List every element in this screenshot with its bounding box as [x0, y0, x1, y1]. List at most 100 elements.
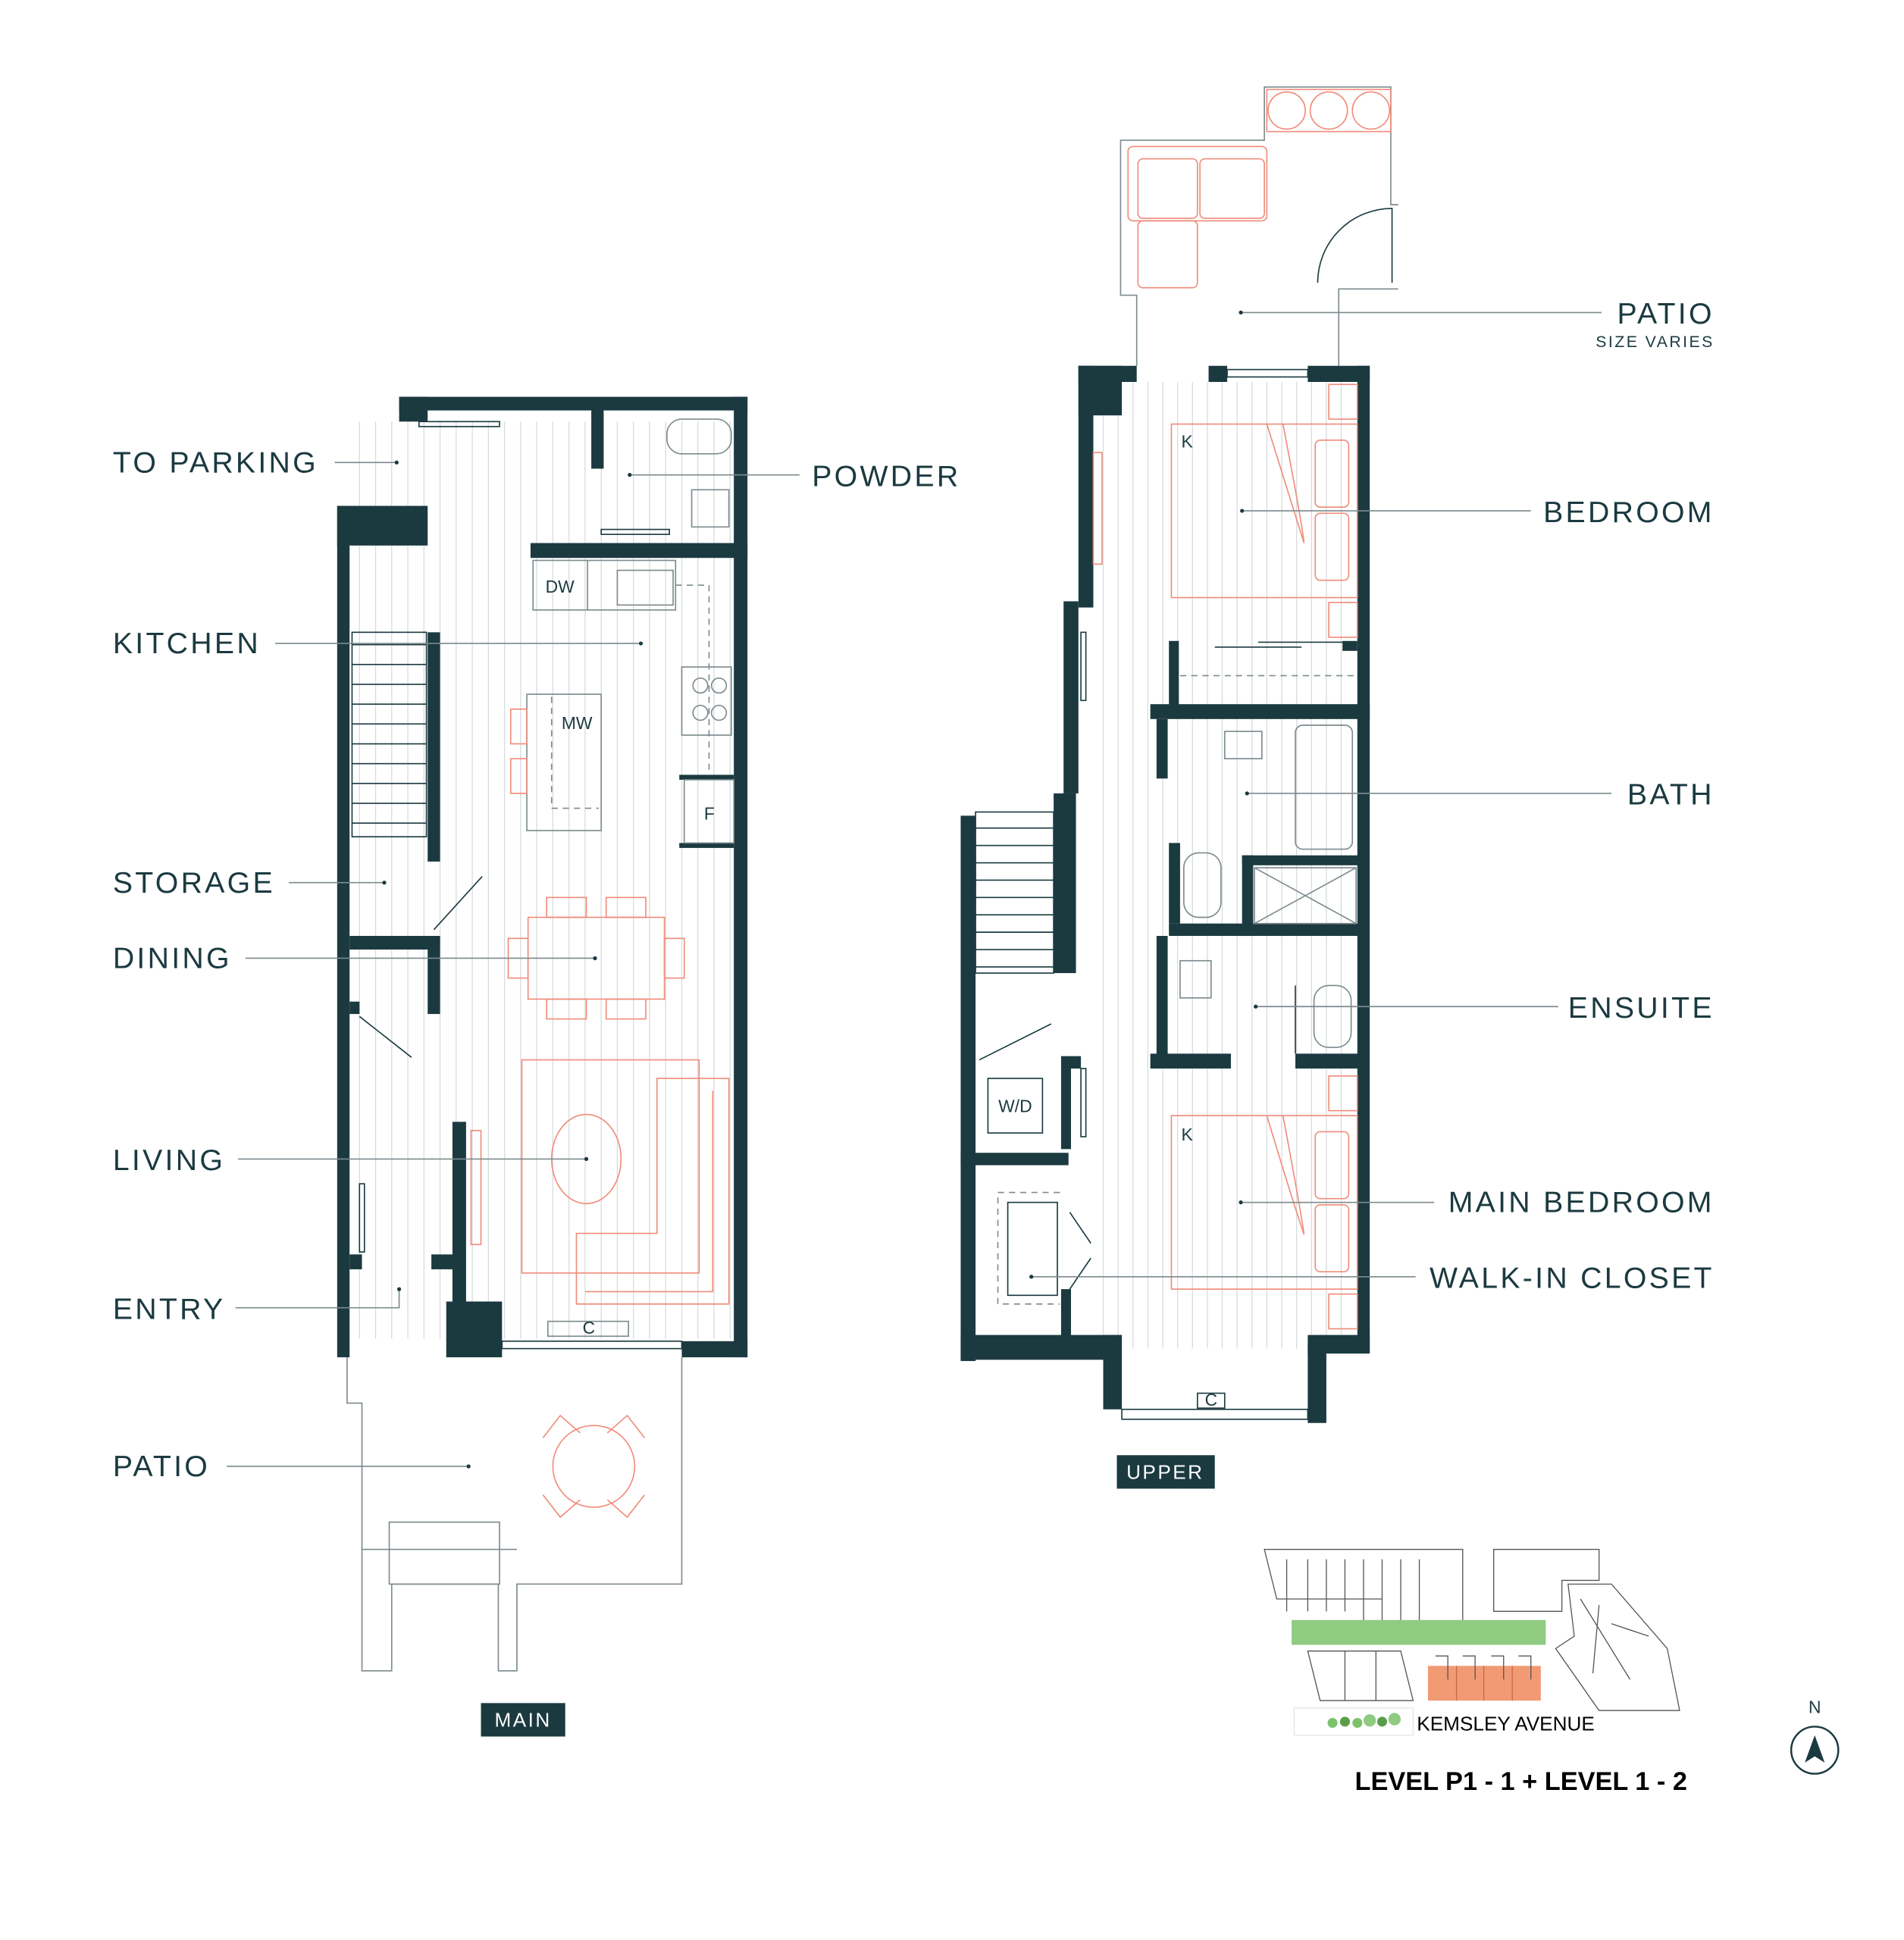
upper-cabinet-line	[675, 584, 710, 775]
bathtub	[1295, 724, 1354, 850]
upper-stairs	[975, 811, 1054, 974]
kitchen-sink	[616, 569, 674, 606]
svg-text:BATH: BATH	[1627, 778, 1715, 812]
wd-label: W/D	[998, 1096, 1032, 1116]
entry-sidelight	[359, 1183, 365, 1253]
main-stairs	[351, 631, 427, 838]
closet-doors	[1069, 1212, 1091, 1290]
svg-text:STORAGE: STORAGE	[113, 866, 275, 900]
closet-shelf	[1007, 1201, 1058, 1297]
planters	[1266, 89, 1392, 133]
upper-patio-outline	[1120, 86, 1398, 366]
stool	[509, 708, 528, 745]
stool	[509, 758, 528, 794]
ensuite-sink	[1179, 959, 1212, 999]
closet-c	[547, 1320, 629, 1338]
greenspace	[1292, 1619, 1546, 1645]
bath-sink	[1223, 731, 1263, 759]
label-powder: POWDER	[628, 459, 960, 493]
label-patio-main: PATIO	[113, 1450, 471, 1483]
label-dining: DINING	[113, 942, 597, 975]
c-label: C	[583, 1318, 596, 1338]
patio-steps	[388, 1521, 500, 1585]
closet-c-upper	[1196, 1392, 1226, 1409]
label-living: LIVING	[113, 1144, 589, 1177]
bed1-size: K	[1182, 432, 1193, 452]
upper-walls	[960, 365, 1370, 1423]
bedroom-bed	[1092, 383, 1358, 638]
svg-text:BEDROOM: BEDROOM	[1543, 496, 1715, 529]
label-walk-in-closet: WALK-IN CLOSET	[1029, 1261, 1715, 1294]
living-furniture	[470, 1059, 730, 1305]
upper-tag-label: UPPER	[1126, 1460, 1204, 1483]
powder-door	[600, 528, 670, 535]
main-flooring	[349, 421, 734, 1341]
main-patio-outline	[346, 1357, 683, 1672]
upper-floor-plan: C W/D K	[960, 86, 1398, 1489]
highlighted-units	[1428, 1655, 1541, 1701]
svg-text:TO PARKING: TO PARKING	[113, 446, 318, 479]
dw-label: DW	[546, 577, 575, 596]
compass: N	[1790, 1697, 1840, 1775]
bedroom-closet-doors	[1214, 641, 1345, 648]
main-labels: TO PARKING KITCHEN STORAGE DINING LIVING…	[113, 446, 960, 1483]
ensuite-toilet	[1313, 984, 1352, 1049]
closet-rod	[997, 1191, 1060, 1305]
cooktop	[681, 666, 732, 736]
mw-label: MW	[562, 713, 593, 733]
north-arrow-icon	[1805, 1735, 1825, 1763]
patio-table	[542, 1414, 646, 1519]
fridge-label: F	[704, 803, 715, 823]
main-tag-label: MAIN	[495, 1708, 552, 1731]
bath-toilet	[1183, 852, 1222, 918]
patio-size-note: SIZE VARIES	[1596, 333, 1715, 351]
label-kitchen: KITCHEN	[113, 627, 644, 660]
svg-text:PATIO: PATIO	[113, 1450, 210, 1483]
svg-text:ENTRY: ENTRY	[113, 1292, 226, 1325]
label-to-parking: TO PARKING	[113, 446, 399, 479]
powder-toilet	[666, 418, 732, 455]
svg-text:KITCHEN: KITCHEN	[113, 627, 261, 660]
label-main-bedroom: MAIN BEDROOM	[1239, 1186, 1712, 1219]
storage-door	[433, 875, 483, 931]
closet-door	[359, 1015, 412, 1058]
label-bath: BATH	[1245, 778, 1715, 812]
svg-text:ENSUITE: ENSUITE	[1568, 991, 1715, 1025]
main-walls	[337, 396, 748, 1358]
c-label-upper: C	[1205, 1390, 1218, 1410]
site-buildings	[1264, 1548, 1680, 1711]
upper-level-tag: UPPER	[1116, 1455, 1215, 1489]
street-name: KEMSLEY AVENUE	[1417, 1712, 1595, 1735]
bed2-size: K	[1182, 1125, 1193, 1144]
label-patio-upper: PATIO SIZE VARIES	[1239, 297, 1715, 351]
parking-door	[418, 421, 500, 427]
trees-icon	[1293, 1707, 1414, 1736]
key-plan: KEMSLEY AVENUE LEVEL P1 - 1 + LEVEL 1 - …	[1264, 1548, 1687, 1796]
powder-sink	[691, 489, 730, 528]
upper-patio-window	[1226, 368, 1309, 378]
svg-text:POWDER: POWDER	[812, 459, 960, 493]
svg-text:LIVING: LIVING	[113, 1144, 225, 1177]
svg-text:PATIO: PATIO	[1617, 297, 1714, 330]
upper-labels: PATIO SIZE VARIES BEDROOM BATH ENSUITE MA…	[1029, 297, 1715, 1294]
washer-dryer	[987, 1078, 1044, 1134]
fridge	[683, 779, 734, 844]
patio-sofa	[1127, 146, 1268, 289]
main-floor-plan: DW F MW C	[337, 396, 748, 1737]
north-label: N	[1808, 1697, 1821, 1716]
compass-ring	[1790, 1726, 1840, 1775]
upper-flooring	[1093, 381, 1358, 1351]
label-storage: STORAGE	[113, 866, 387, 900]
shower	[1254, 867, 1357, 925]
level-title: LEVEL P1 - 1 + LEVEL 1 - 2	[1355, 1767, 1687, 1796]
main-window	[501, 1340, 683, 1350]
patio-door-swing	[1317, 208, 1393, 283]
label-ensuite: ENSUITE	[1254, 991, 1715, 1025]
upper-window	[1121, 1408, 1309, 1420]
main-level-tag: MAIN	[481, 1703, 565, 1737]
svg-text:DINING: DINING	[113, 942, 232, 975]
svg-text:WALK-IN CLOSET: WALK-IN CLOSET	[1430, 1261, 1715, 1294]
label-entry: ENTRY	[113, 1287, 402, 1325]
